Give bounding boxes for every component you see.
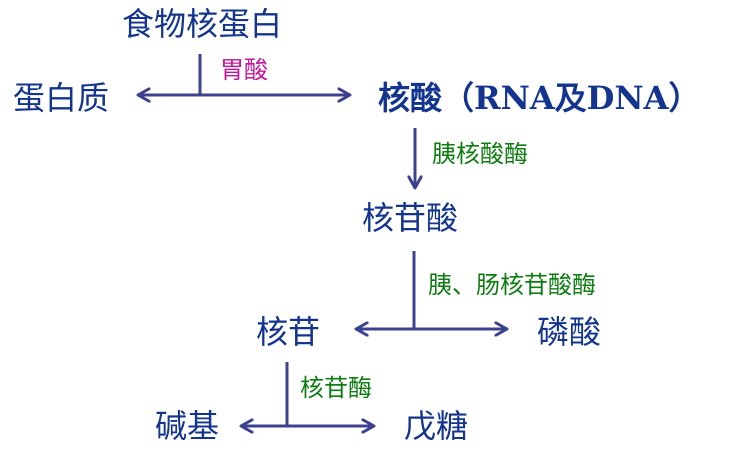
node-food-nucleoprotein: 食物核蛋白: [122, 5, 283, 43]
enzyme-gastric-acid: 胃酸: [220, 56, 268, 84]
enzyme-pancreatic-nuclease: 胰核酸酶: [432, 140, 528, 168]
enzyme-nucleotidase: 胰、肠核苷酸酶: [428, 271, 596, 299]
enzyme-nucleosidase: 核苷酶: [300, 374, 372, 402]
node-nucleic-acid: 核酸（RNA及DNA）: [378, 79, 701, 117]
node-nucleoside: 核苷: [256, 313, 321, 351]
node-pentose: 戊糖: [404, 407, 469, 445]
node-base: 碱基: [155, 407, 220, 445]
node-nucleotide: 核苷酸: [362, 199, 459, 237]
node-phosphate: 磷酸: [537, 313, 602, 351]
node-protein: 蛋白质: [13, 79, 110, 117]
